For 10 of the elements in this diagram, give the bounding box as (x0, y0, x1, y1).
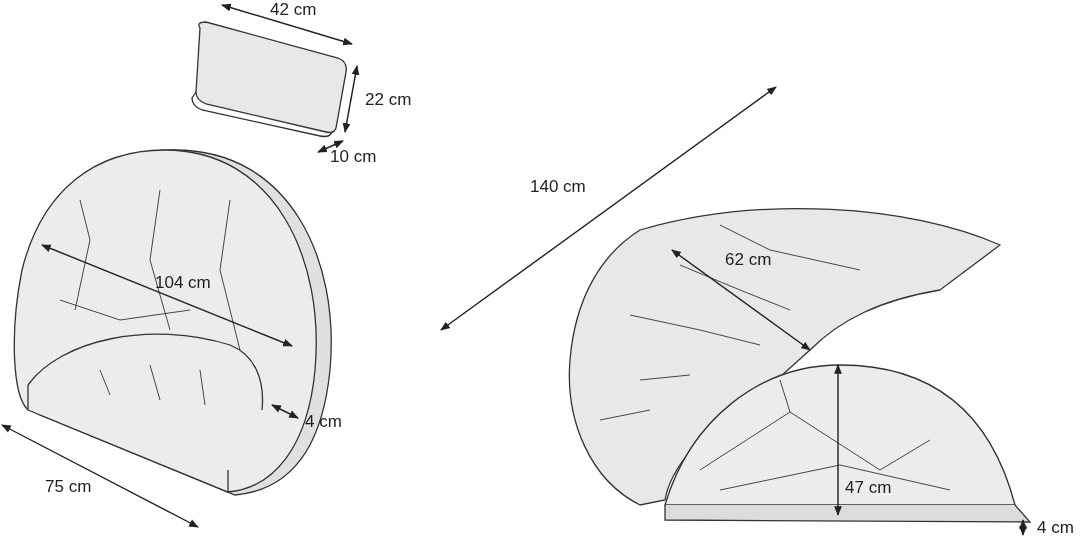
dimension-label: 22 cm (365, 90, 412, 110)
dimension-label: 4 cm (305, 412, 342, 432)
dimension-label: 47 cm (845, 478, 892, 498)
dimension-label: 42 cm (270, 0, 317, 20)
dimension-label: 62 cm (725, 250, 772, 270)
dimension-label: 75 cm (45, 477, 92, 497)
dimension-label: 4 cm (1037, 518, 1074, 538)
dimension-label: 140 cm (530, 177, 586, 197)
dimension-label: 10 cm (330, 147, 377, 167)
dimension-label: 104 cm (155, 273, 211, 293)
